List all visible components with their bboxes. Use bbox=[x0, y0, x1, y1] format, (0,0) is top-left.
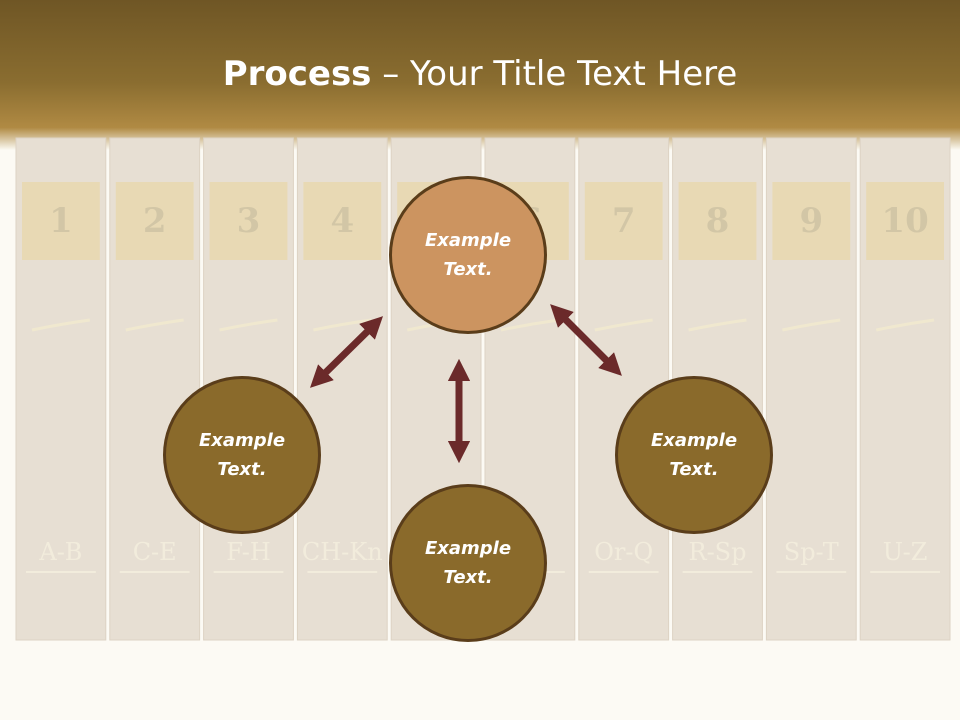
title-rest: – Your Title Text Here bbox=[371, 54, 738, 94]
book-label-plate bbox=[866, 182, 944, 260]
book-range-label: Sp-T bbox=[784, 538, 839, 566]
book-label-plate bbox=[678, 182, 757, 260]
book-ornament bbox=[125, 318, 184, 332]
book-number: 7 bbox=[612, 201, 636, 241]
node-text-line: Example bbox=[424, 538, 512, 559]
book-number: 10 bbox=[881, 201, 928, 241]
book-number: 3 bbox=[237, 201, 261, 241]
book-ornament bbox=[875, 318, 935, 332]
book-ornament bbox=[688, 318, 747, 332]
node-text-line: Text. bbox=[217, 459, 267, 480]
book-range-label: Or-Q bbox=[594, 538, 653, 566]
node-text-line: Example bbox=[198, 430, 286, 451]
book-label-plate bbox=[772, 182, 851, 260]
book-number: 2 bbox=[143, 201, 167, 241]
book-ornament bbox=[31, 318, 91, 332]
node-text-line: Text. bbox=[443, 567, 493, 588]
book-number: 9 bbox=[799, 201, 823, 241]
slide-title[interactable]: Process – Your Title Text Here bbox=[0, 52, 960, 96]
book-number: 1 bbox=[49, 201, 73, 241]
book-range-label: U-Z bbox=[883, 538, 928, 566]
book-label-plate bbox=[584, 182, 663, 260]
node-text-line: Example bbox=[424, 230, 512, 251]
book-range-label: A-B bbox=[38, 538, 82, 566]
book-ornament bbox=[219, 318, 278, 332]
book-label-plate bbox=[115, 182, 194, 260]
node-text-line: Text. bbox=[669, 459, 719, 480]
node-text-line: Text. bbox=[443, 259, 493, 280]
arrow-top-right bbox=[550, 304, 622, 376]
book-label-plate bbox=[209, 182, 288, 260]
title-bold: Process bbox=[222, 54, 372, 94]
book-range-label: F-H bbox=[226, 538, 271, 566]
book-number: 4 bbox=[330, 201, 354, 241]
book-range-label: CH-Kn bbox=[302, 538, 383, 566]
node-text-line: Example bbox=[650, 430, 738, 451]
book-number: 8 bbox=[706, 201, 730, 241]
book-range-label: R-Sp bbox=[689, 538, 747, 566]
arrow-top-left bbox=[310, 316, 383, 388]
book-ornament bbox=[782, 318, 841, 332]
book-range-label: C-E bbox=[133, 538, 177, 566]
title-bar bbox=[0, 0, 960, 150]
book-label-plate bbox=[22, 182, 100, 260]
book-label-plate bbox=[303, 182, 382, 260]
